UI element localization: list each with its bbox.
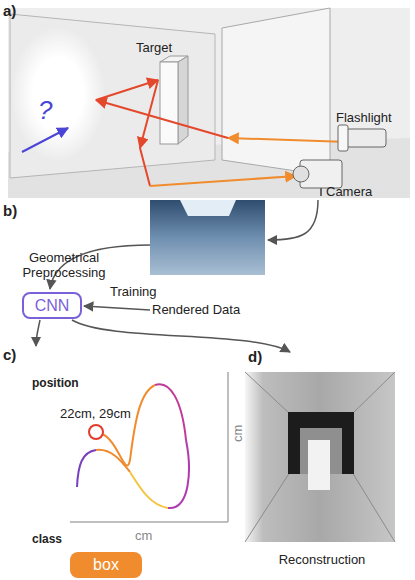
reconstruction-edge: [245, 372, 290, 414]
reconstruction-edge: [352, 472, 395, 542]
data-source: Rendered Data: [152, 302, 262, 317]
trajectory: [168, 440, 189, 508]
camera-image: [150, 200, 265, 275]
reconstruction-edge: [245, 472, 290, 542]
part-name: Camera: [326, 184, 396, 199]
output-heading: class: [32, 532, 92, 546]
query-arrow: [22, 128, 68, 152]
class-box: box: [70, 552, 142, 578]
scene-background: [8, 8, 410, 198]
flashlight-body: [346, 129, 386, 147]
position-value: 22cm, 29cm: [60, 406, 160, 421]
axis: [227, 372, 229, 522]
flow-arrow: [84, 306, 150, 310]
trajectory: [96, 450, 130, 472]
flashlight-head: [338, 125, 348, 151]
step-label: Training: [110, 284, 180, 299]
light-path: [228, 138, 348, 142]
trajectory: [155, 384, 186, 440]
light-spot: [12, 28, 104, 160]
light-path: [96, 80, 158, 100]
output-heading: position: [32, 376, 112, 390]
wall: [10, 14, 215, 178]
network-box: CNN: [22, 292, 82, 319]
step-label: Geometrical Preprocessing: [14, 250, 114, 280]
axis-unit: cm: [135, 528, 165, 543]
part-name: Flashlight: [336, 110, 415, 125]
panel-letter: d): [248, 348, 278, 365]
light-path: [150, 176, 296, 186]
trajectory: [130, 472, 168, 508]
target-front: [160, 62, 178, 144]
target-side: [178, 56, 188, 144]
camera-lens: [293, 166, 309, 182]
reconstruction-image: [245, 372, 395, 542]
reconstruction-edge: [352, 372, 395, 414]
axis-unit: cm: [230, 412, 245, 442]
camera-image-highlight: [180, 200, 236, 216]
flow-arrow: [36, 320, 40, 346]
light-path: [140, 148, 150, 186]
node-text: box: [93, 556, 119, 574]
light-path: [96, 100, 228, 138]
camera-stand: [320, 188, 322, 196]
trajectory: [102, 385, 155, 466]
reconstruction-object: [308, 440, 330, 490]
occluding-wall: [222, 8, 330, 176]
image-caption: Reconstruction: [262, 552, 382, 567]
light-path: [140, 80, 158, 148]
flow-arrow: [268, 200, 318, 240]
position-marker: [89, 425, 103, 439]
query-mark: ?: [38, 96, 68, 124]
panel-letter: a): [3, 2, 33, 19]
panel-letter: c): [3, 346, 33, 363]
part-name: Target: [136, 40, 196, 55]
flow-arrow: [72, 320, 290, 352]
panel-letter: b): [3, 202, 33, 219]
axis: [70, 521, 228, 523]
trajectory: [77, 450, 96, 487]
node-text: CNN: [35, 297, 70, 315]
